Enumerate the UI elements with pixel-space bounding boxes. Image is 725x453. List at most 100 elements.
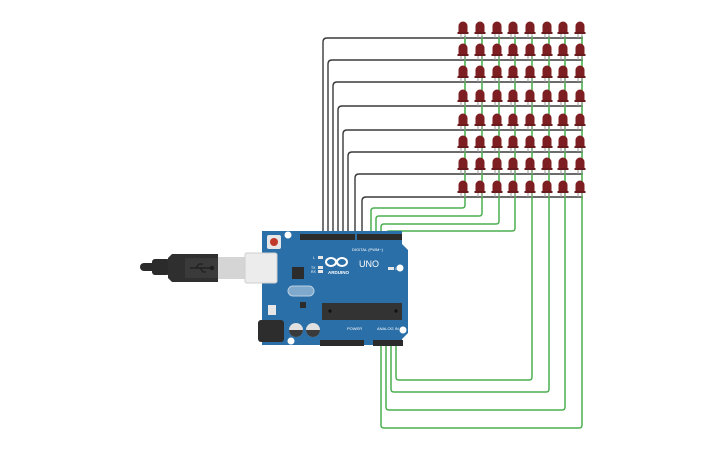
led[interactable]	[491, 157, 503, 175]
led-rim	[507, 146, 519, 148]
led[interactable]	[491, 21, 503, 39]
led[interactable]	[557, 180, 569, 198]
led[interactable]	[574, 135, 586, 152]
row-wires	[322, 37, 583, 234]
led[interactable]	[541, 43, 553, 61]
led[interactable]	[524, 180, 536, 198]
column-wire[interactable]	[380, 199, 500, 234]
led[interactable]	[524, 89, 536, 107]
led[interactable]	[524, 65, 536, 83]
led[interactable]	[524, 135, 536, 153]
led-body	[508, 135, 518, 147]
led[interactable]	[574, 43, 586, 60]
led[interactable]	[474, 113, 486, 130]
column-wire[interactable]	[370, 199, 466, 234]
led[interactable]	[474, 180, 486, 198]
led[interactable]	[457, 43, 469, 61]
led[interactable]	[574, 65, 586, 82]
led-body	[525, 113, 535, 125]
analog-header[interactable]	[373, 340, 403, 346]
column-wire[interactable]	[380, 199, 583, 429]
row-wire[interactable]	[332, 81, 455, 234]
column-wire[interactable]	[390, 199, 550, 393]
led[interactable]	[457, 113, 469, 130]
column-wire[interactable]	[395, 199, 533, 381]
led[interactable]	[457, 89, 469, 107]
led[interactable]	[457, 65, 469, 83]
led[interactable]	[457, 180, 469, 198]
led[interactable]	[491, 65, 503, 83]
led[interactable]	[524, 43, 536, 61]
led[interactable]	[541, 157, 553, 175]
rx-led	[318, 270, 323, 273]
tx-led	[318, 266, 323, 269]
led[interactable]	[457, 135, 469, 153]
led[interactable]	[491, 113, 503, 130]
row-wire[interactable]	[327, 59, 455, 234]
led-body	[558, 65, 568, 77]
led[interactable]	[474, 89, 486, 107]
led[interactable]	[557, 43, 569, 61]
led[interactable]	[574, 180, 586, 197]
led[interactable]	[474, 157, 486, 175]
led[interactable]	[557, 135, 569, 153]
led[interactable]	[474, 65, 486, 83]
row-wire[interactable]	[347, 151, 455, 234]
led[interactable]	[474, 21, 486, 39]
led-matrix[interactable]	[457, 21, 586, 198]
arduino-board[interactable]: DIGITAL (PWM~) ARDUINO UNO L TX RX ON PO…	[244, 231, 408, 346]
led[interactable]	[457, 157, 469, 175]
led[interactable]	[507, 89, 519, 107]
led[interactable]	[507, 135, 519, 153]
led-rim	[541, 32, 553, 34]
led[interactable]	[491, 135, 503, 153]
led[interactable]	[557, 89, 569, 107]
led[interactable]	[541, 89, 553, 107]
led[interactable]	[507, 43, 519, 61]
led[interactable]	[507, 180, 519, 198]
led[interactable]	[557, 65, 569, 83]
led[interactable]	[541, 113, 553, 130]
led[interactable]	[524, 21, 536, 39]
row-wire[interactable]	[322, 37, 455, 234]
led[interactable]	[574, 89, 586, 106]
led[interactable]	[491, 43, 503, 61]
led-body	[508, 21, 518, 33]
column-wire[interactable]	[385, 199, 566, 411]
led-rim	[557, 76, 569, 78]
led[interactable]	[574, 21, 586, 38]
led[interactable]	[507, 157, 519, 175]
led[interactable]	[541, 21, 553, 39]
led[interactable]	[541, 180, 553, 198]
rx-label: RX	[311, 270, 317, 274]
led[interactable]	[557, 113, 569, 130]
row-wire[interactable]	[361, 196, 455, 234]
led[interactable]	[541, 65, 553, 83]
chip-dot	[394, 309, 398, 313]
led[interactable]	[524, 157, 536, 175]
row-wire[interactable]	[337, 105, 455, 234]
led[interactable]	[557, 21, 569, 39]
column-wire[interactable]	[375, 199, 483, 234]
row-wire[interactable]	[354, 173, 455, 234]
led[interactable]	[524, 113, 536, 130]
led-rim	[541, 168, 553, 170]
led[interactable]	[541, 135, 553, 153]
led[interactable]	[574, 113, 586, 130]
digital-header-left[interactable]	[300, 234, 355, 240]
power-header[interactable]	[320, 340, 364, 346]
led[interactable]	[507, 21, 519, 39]
row-wire[interactable]	[342, 129, 455, 234]
led[interactable]	[457, 21, 469, 39]
led[interactable]	[491, 89, 503, 107]
led[interactable]	[474, 43, 486, 61]
led[interactable]	[474, 135, 486, 153]
led[interactable]	[491, 180, 503, 198]
digital-header-right[interactable]	[357, 234, 402, 240]
led[interactable]	[507, 113, 519, 130]
led[interactable]	[557, 157, 569, 175]
led[interactable]	[507, 65, 519, 83]
led[interactable]	[574, 157, 586, 174]
usb-plug-metal	[218, 257, 245, 279]
